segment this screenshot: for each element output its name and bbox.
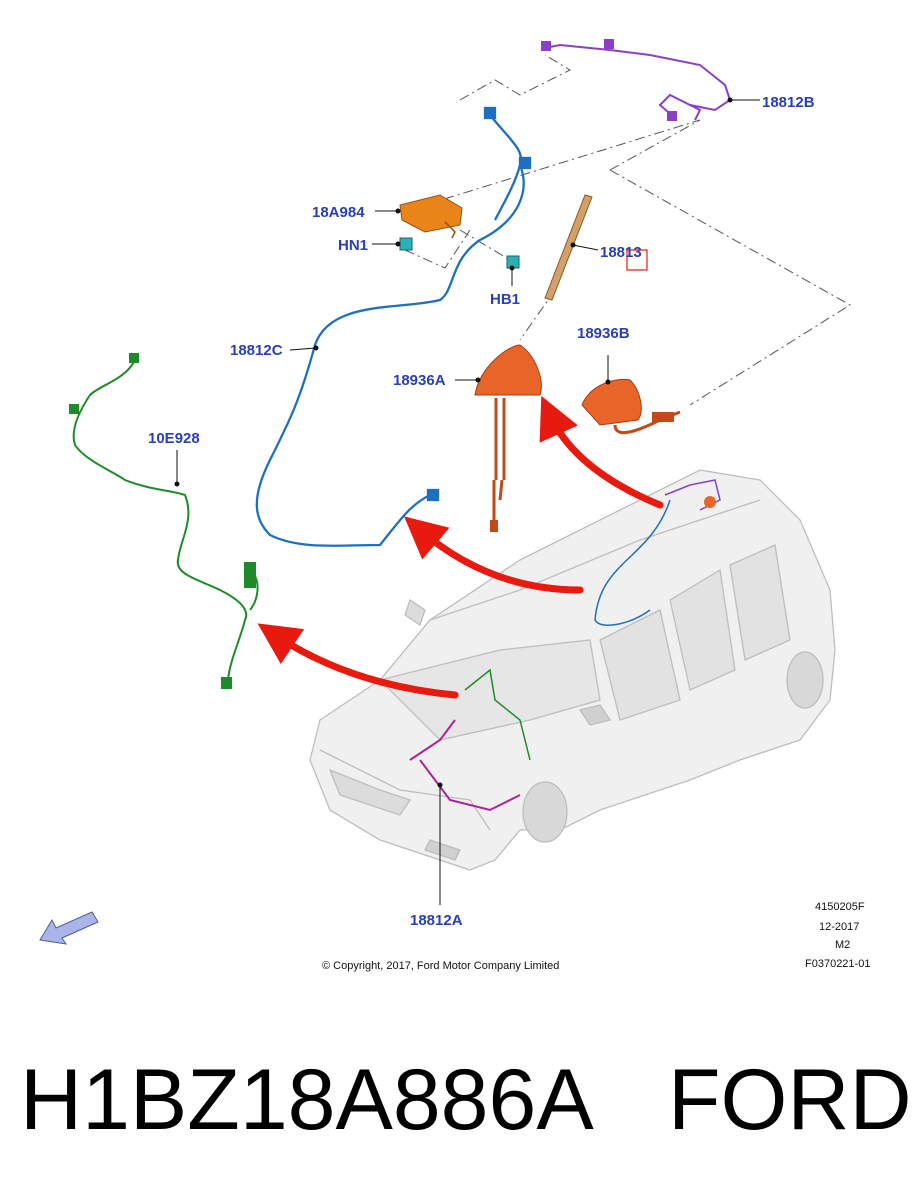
connector-hn1 [399,237,413,251]
drawing-revision: M2 [835,939,850,951]
copyright-text: © Copyright, 2017, Ford Motor Company Li… [322,960,559,972]
antenna-18936a [474,344,542,532]
harness-18812c [255,106,532,547]
highlight-box [626,249,648,271]
drawing-number: 4150205F [815,901,865,913]
label-hb1: HB1 [490,291,520,308]
label-18936a: 18936A [393,372,446,389]
brand-name: FORD [668,1052,912,1148]
red-indicator-arrows [257,395,664,699]
vehicle-body [309,469,836,871]
antenna-mast-18813 [544,194,593,301]
part-number: H1BZ18A886A [20,1052,594,1148]
label-18813: 18813 [600,244,642,261]
label-10e928: 10E928 [148,430,200,447]
label-18812c: 18812C [230,342,283,359]
module-18a984 [399,194,463,239]
antenna-18936b [581,378,681,435]
harness-10e928 [69,353,259,689]
harness-on-vehicle [409,479,721,812]
harness-18812b [541,39,732,121]
dashed-assembly-lines [404,54,851,406]
drawing-reference: F0370221-01 [805,958,870,970]
footer-caption: H1BZ18A886A FORD [0,1040,912,1160]
label-18a984: 18A984 [312,204,365,221]
label-18936b: 18936B [577,325,630,342]
label-hn1: HN1 [338,237,368,254]
drawing-date: 12-2017 [819,921,859,933]
view-direction-icon [39,911,99,945]
label-18812a: 18812A [410,912,463,929]
label-18812b: 18812B [762,94,815,111]
